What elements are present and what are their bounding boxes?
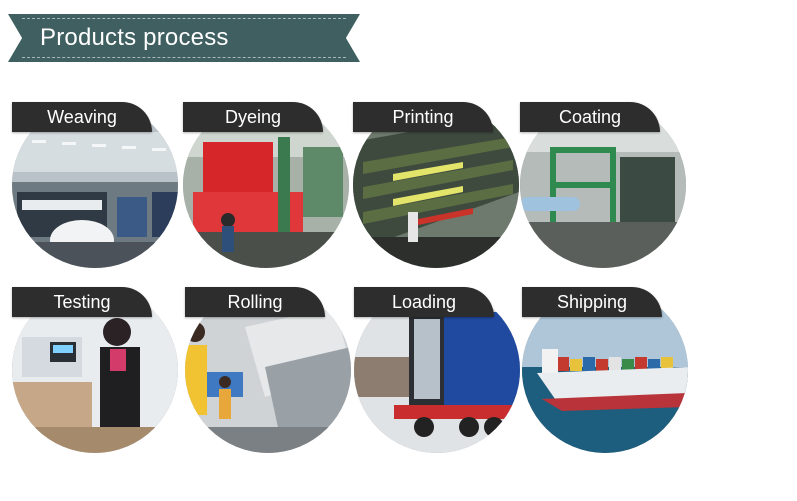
process-step-printing: Printing [353,102,519,268]
step-label: Dyeing [183,102,323,132]
step-label: Loading [354,287,494,317]
section-banner: Products process [8,14,360,62]
process-step-dyeing: Dyeing [183,102,349,268]
step-label: Testing [12,287,152,317]
process-step-loading: Loading [354,287,520,453]
process-step-rolling: Rolling [185,287,351,453]
process-step-weaving: Weaving [12,102,178,268]
step-label: Shipping [522,287,662,317]
step-label: Weaving [12,102,152,132]
process-step-coating: Coating [520,102,686,268]
step-label: Coating [520,102,660,132]
section-title: Products process [40,24,229,51]
process-step-testing: Testing [12,287,178,453]
step-label: Rolling [185,287,325,317]
banner-stitch-border [22,18,346,58]
weaving-photo [12,102,178,268]
process-step-shipping: Shipping [522,287,688,453]
step-label: Printing [353,102,493,132]
